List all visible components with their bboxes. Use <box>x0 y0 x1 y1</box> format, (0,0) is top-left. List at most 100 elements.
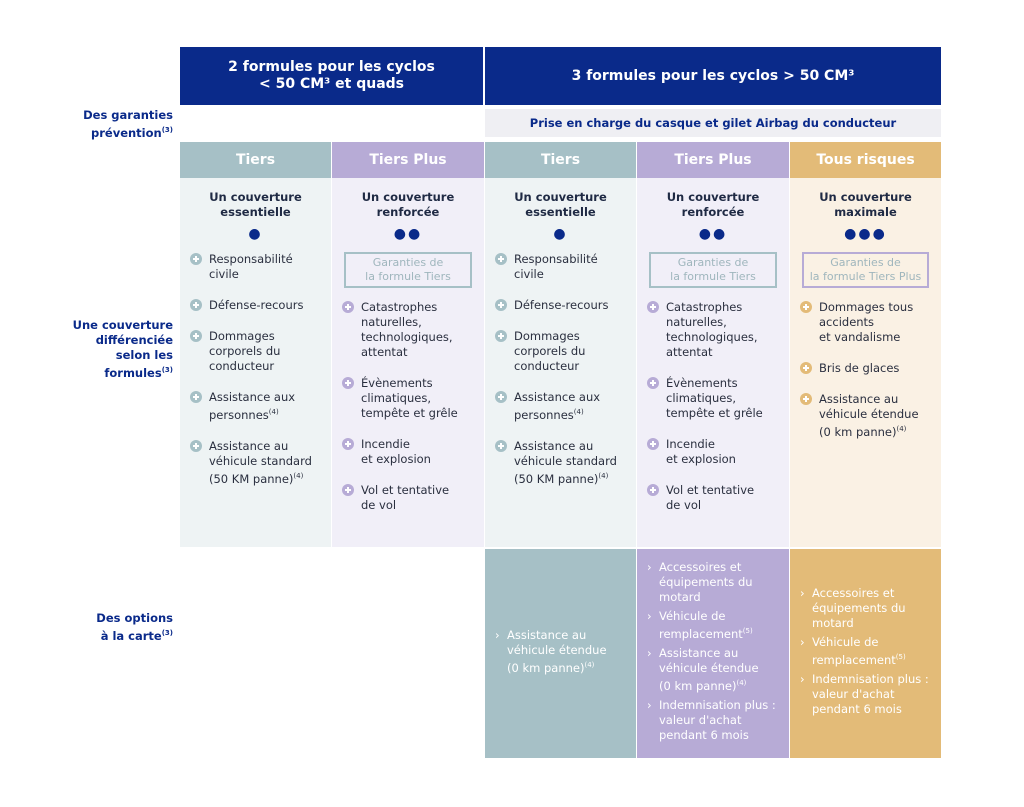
text-line: Responsabilité <box>209 252 293 267</box>
text-line: Un couverture <box>495 190 626 205</box>
row-label-couverture: Une couverture différenciée selon les fo… <box>40 318 173 381</box>
text-line-content: accidents <box>819 315 875 329</box>
plus-circle-icon <box>495 330 507 342</box>
text-line-content: Évènements <box>666 376 738 390</box>
text-line-content: Un couverture <box>819 190 912 204</box>
text-line-content: (0 km panne) <box>507 660 585 675</box>
text-line: et explosion <box>361 452 431 467</box>
plus-circle-icon <box>647 301 659 313</box>
header-left-line2: < 50 CM³ et quads <box>258 76 405 92</box>
text-line: pendant 6 mois <box>812 702 929 717</box>
text-line-content: pendant 6 mois <box>812 701 902 716</box>
text-line: corporels du <box>209 344 280 359</box>
text-line: naturelles, <box>361 315 453 330</box>
text-line-content: de vol <box>666 498 702 512</box>
text-line-content: Véhicule de <box>812 635 879 650</box>
text-line-content: Catastrophes <box>666 300 743 314</box>
text-line: motard <box>659 590 753 605</box>
text-line-content: civile <box>209 267 239 281</box>
text-line-content: (0 km panne) <box>659 678 737 693</box>
text-line-content: Assistance au <box>659 646 739 660</box>
chevron-right-icon: › <box>800 671 805 686</box>
text-line: véhicule standard <box>209 454 312 469</box>
prevention-band-text: Prise en charge du casque et gilet Airba… <box>529 116 897 130</box>
text-line: Accessoires et <box>659 560 753 575</box>
text-line: et explosion <box>666 452 736 467</box>
footnote-ref: (4) <box>598 471 609 480</box>
text-line: (0 km panne)(4) <box>507 658 607 676</box>
text-line: Véhicule de <box>659 609 753 624</box>
text-line: Défense-recours <box>514 298 608 313</box>
text-line-content: Vol et tentative <box>666 483 755 497</box>
text-line-content: véhicule étendue <box>507 642 607 657</box>
text-line-content: technologiques, <box>361 330 453 344</box>
text-line-content: corporels du <box>514 344 586 358</box>
text-line: climatiques, <box>666 391 763 406</box>
text-line: Un couverture <box>647 190 779 205</box>
text-line: attentat <box>666 345 758 360</box>
text-line: conducteur <box>514 359 585 374</box>
text-line: Catastrophes <box>666 300 758 315</box>
text-line-content: renforcée <box>681 205 745 219</box>
header-cyclos-50: 2 formules pour les cyclos < 50 CM³ et q… <box>180 47 483 105</box>
row-label-couverture-line1: Une couverture <box>72 318 173 332</box>
text-line-content: Accessoires et <box>659 560 742 575</box>
text-line-content: équipements du <box>812 601 906 616</box>
text-line-content: la formule Tiers <box>670 270 756 283</box>
plus-circle-icon <box>190 330 202 342</box>
plus-circle-icon <box>342 377 354 389</box>
text-line-content: Défense-recours <box>514 298 609 312</box>
text-line-content: tempête et grêle <box>361 406 458 420</box>
column-title-0: Tiers <box>180 142 331 178</box>
guarantee-item: Bris de glaces <box>800 361 931 376</box>
text-line-content: conducteur <box>514 359 580 373</box>
chevron-right-icon: › <box>647 609 652 624</box>
text-line: essentielle <box>495 205 626 220</box>
text-line-content: motard <box>659 590 701 605</box>
text-line: Dommages tous <box>819 300 913 315</box>
text-line-content: valeur d'achat <box>659 712 742 727</box>
text-line: Dommages <box>209 329 280 344</box>
text-line-content: véhicule standard <box>209 453 312 468</box>
text-line: la formule Tiers <box>651 270 775 284</box>
text-line: Vol et tentative <box>666 483 754 498</box>
row-label-couverture-line2: différenciée <box>95 333 173 347</box>
plus-circle-icon <box>800 393 812 405</box>
text-line: équipements du <box>812 601 906 616</box>
text-line: pendant 6 mois <box>659 728 776 743</box>
text-line: Accessoires et <box>812 586 906 601</box>
text-line-content: Assistance aux <box>514 390 601 404</box>
text-line-content: attentat <box>666 345 713 359</box>
coverage-level-dots: ● <box>553 226 568 242</box>
text-line-content: civile <box>514 267 544 281</box>
row-label-options-line1: Des options <box>96 611 173 625</box>
text-line: Défense-recours <box>209 298 303 313</box>
plus-circle-icon <box>647 484 659 496</box>
text-line: véhicule étendue <box>507 643 607 658</box>
text-line: remplacement(5) <box>659 624 753 642</box>
text-line-content: Garanties de <box>677 256 749 269</box>
text-line: technologiques, <box>666 330 758 345</box>
coverage-level-dots: ● <box>248 226 263 242</box>
text-line: la formule Tiers <box>346 270 470 284</box>
header-left-line1: 2 formules pour les cyclos <box>228 59 435 75</box>
text-line-content: technologiques, <box>666 330 758 344</box>
column-title-4: Tous risques <box>790 142 941 178</box>
plus-circle-icon <box>342 438 354 450</box>
